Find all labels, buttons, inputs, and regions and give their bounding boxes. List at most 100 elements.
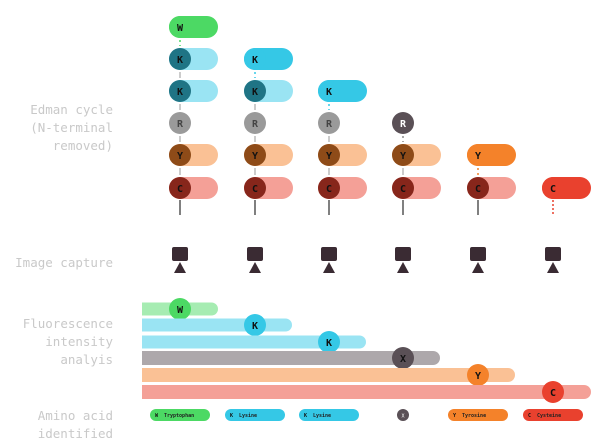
identified-residue-5: Y Tyrosine <box>448 409 508 421</box>
intensity-peak-letter: Y <box>475 371 481 382</box>
intensity-bar-start <box>142 302 152 316</box>
fluorescence-label-line3: analyis <box>60 352 113 367</box>
residue-letter: Y <box>475 151 481 162</box>
unknown-residue-letter: X <box>401 414 404 420</box>
residue-letter: Y <box>400 151 406 162</box>
residue-C: C <box>169 177 218 199</box>
intensity-peak <box>467 364 489 386</box>
image-capture-label: Image capture <box>15 255 113 270</box>
residue-bead <box>244 144 266 166</box>
intensity-bar <box>142 368 515 382</box>
residue-Y: Y <box>169 144 218 166</box>
intensity-peak-letter: X <box>400 354 406 365</box>
residue-letter: C <box>550 184 556 195</box>
edman-cycle-label-line3: removed) <box>52 138 113 153</box>
cycle-column-2: K K R Y C <box>244 48 293 215</box>
camera-body <box>470 247 486 261</box>
residue-letter: K <box>177 87 183 98</box>
identified-chip-letter: Y <box>453 413 456 419</box>
intensity-bar <box>142 318 292 332</box>
camera-lens <box>472 262 484 273</box>
identified-chip <box>225 409 285 421</box>
intensity-peak <box>244 314 266 336</box>
residue-letter: C <box>400 184 406 195</box>
residue-letter: Y <box>252 151 258 162</box>
identified-chip-name: Lysine <box>239 413 257 419</box>
camera-lens <box>249 262 261 273</box>
residue-bead <box>169 48 191 70</box>
cycle-column-4: RYC <box>392 112 441 215</box>
camera-icon <box>247 247 263 273</box>
identified-chip <box>150 409 210 421</box>
amino-acid-label-line2: identified <box>37 426 113 441</box>
fluorescence-trace-3: K <box>142 331 366 353</box>
edman-cycle-label-line2: (N-terminal <box>30 120 113 135</box>
residue-C: C <box>244 177 293 199</box>
intensity-bar-start <box>142 351 152 365</box>
fluorescence-label-line1: Fluorescence <box>22 316 113 331</box>
residue-bead <box>244 80 266 102</box>
residue-bead <box>542 177 564 199</box>
residue-R: R <box>318 112 340 134</box>
residue-letter: Y <box>177 151 183 162</box>
intensity-bar <box>142 385 591 399</box>
intensity-peak-letter: K <box>326 338 332 349</box>
residue-bead <box>392 144 414 166</box>
residue-letter: C <box>177 184 183 195</box>
residue-letter: W <box>177 23 184 34</box>
camera-body <box>395 247 411 261</box>
cycle-column-5: YC <box>467 144 516 215</box>
residue-K: K <box>244 80 293 102</box>
residue-letter: K <box>177 55 183 66</box>
residue-letter: C <box>252 184 258 195</box>
intensity-bar <box>142 335 366 349</box>
unknown-residue-dot <box>397 409 409 421</box>
intensity-bar-start <box>142 385 152 399</box>
residue-C: C <box>392 177 441 199</box>
camera-body <box>247 247 263 261</box>
residue-bead <box>318 112 340 134</box>
residue-bead <box>392 112 414 134</box>
fluorescence-trace-6: C <box>142 381 591 403</box>
residue-W: W <box>169 16 218 38</box>
identified-chip-name: Tryptophan <box>164 413 194 419</box>
camera-icon <box>470 247 486 273</box>
camera-lens <box>323 262 335 273</box>
camera-lens <box>174 262 186 273</box>
identified-chip-letter: K <box>304 413 307 419</box>
fluorescence-trace-2: K <box>142 314 292 336</box>
residue-R: R <box>169 112 191 134</box>
identified-chip-name: Cysteine <box>537 413 561 419</box>
residue-letter: R <box>177 119 184 130</box>
residue-bead <box>318 177 340 199</box>
fluorescence-label-line2: intensity <box>45 334 113 349</box>
residue-K: K <box>318 80 367 102</box>
residue-letter: R <box>326 119 333 130</box>
identified-chip-name: Tyrosine <box>462 413 486 419</box>
residue-letter: K <box>252 87 258 98</box>
residue-letter: K <box>326 87 332 98</box>
camera-body <box>172 247 188 261</box>
camera-lens <box>397 262 409 273</box>
residue-K: K <box>244 48 293 70</box>
fluorescence-trace-1: W <box>142 298 218 320</box>
intensity-bar-start <box>142 335 152 349</box>
residue-C: C <box>542 177 591 199</box>
residue-bead <box>318 144 340 166</box>
intensity-peak <box>318 331 340 353</box>
residue-Y: Y <box>318 144 367 166</box>
cycle-column-6: C <box>542 177 591 215</box>
identified-chip <box>448 409 508 421</box>
residue-bead <box>467 177 489 199</box>
residue-R: R <box>244 112 266 134</box>
identified-residue-4: X <box>397 409 409 421</box>
intensity-peak-letter: K <box>252 321 258 332</box>
identified-chip <box>299 409 359 421</box>
intensity-peak <box>169 298 191 320</box>
identified-chip-name: Lysine <box>313 413 331 419</box>
